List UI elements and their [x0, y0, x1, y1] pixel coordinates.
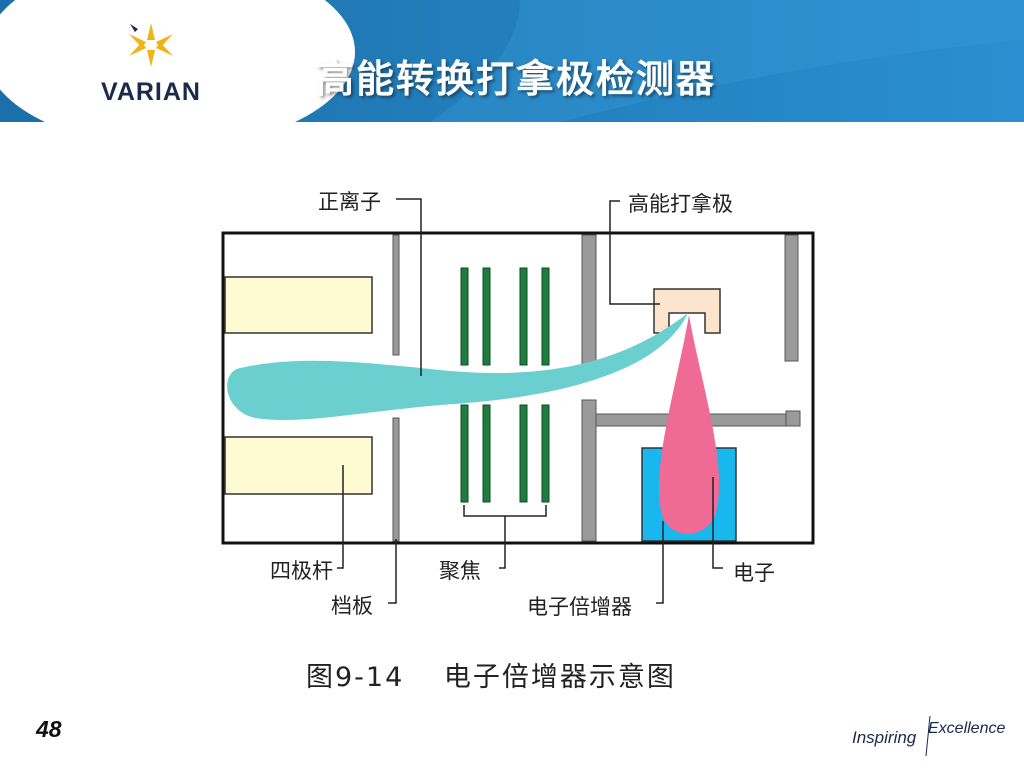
- header-background: [0, 0, 1024, 122]
- leader-positive-ion: [396, 198, 422, 376]
- leader-electron: [712, 477, 723, 569]
- electron-beam: [659, 315, 720, 534]
- tagline-divider-icon: [925, 716, 931, 756]
- leader-focusing: [499, 516, 506, 569]
- quadrupole-rod-upper: [224, 276, 373, 334]
- focus-lens-upper: [460, 267, 550, 366]
- leader-dynode: [609, 200, 660, 305]
- leader-quadrupole: [337, 465, 344, 569]
- label-high-energy-dynode: 高能打拿极: [628, 192, 733, 216]
- chamber-wall-upper: [581, 234, 597, 376]
- baffle-upper: [392, 234, 400, 356]
- label-baffle: 档板: [331, 594, 373, 618]
- label-electron-multiplier: 电子倍增器: [527, 595, 632, 619]
- figure-caption: 图9-14 电子倍增器示意图: [306, 662, 676, 693]
- label-electron: 电子: [733, 561, 775, 585]
- chamber-wall-lower: [581, 399, 597, 542]
- label-quadrupole: 四极杆: [270, 559, 333, 583]
- chamber-wall-right: [784, 234, 799, 362]
- tagline-excellence: Excellence: [928, 720, 1006, 737]
- baffle-lower: [392, 417, 400, 542]
- quadrupole-rod-lower: [224, 436, 373, 495]
- brand-name: VARIAN: [101, 78, 201, 106]
- leader-multiplier: [656, 521, 664, 604]
- label-positive-ion: 正离子: [318, 190, 381, 214]
- varian-logo-icon: [129, 23, 173, 67]
- tagline-inspiring: Inspiring: [852, 728, 917, 747]
- leader-baffle: [388, 539, 397, 604]
- focus-lens-lower: [460, 404, 550, 503]
- header-band: [0, 0, 1024, 122]
- label-focusing: 聚焦: [439, 559, 481, 583]
- page-number: 48: [36, 716, 62, 742]
- chamber-shelf-lip: [785, 410, 801, 427]
- ion-beam: [227, 313, 688, 421]
- slide-title: 高能转换打拿极检测器: [316, 57, 717, 101]
